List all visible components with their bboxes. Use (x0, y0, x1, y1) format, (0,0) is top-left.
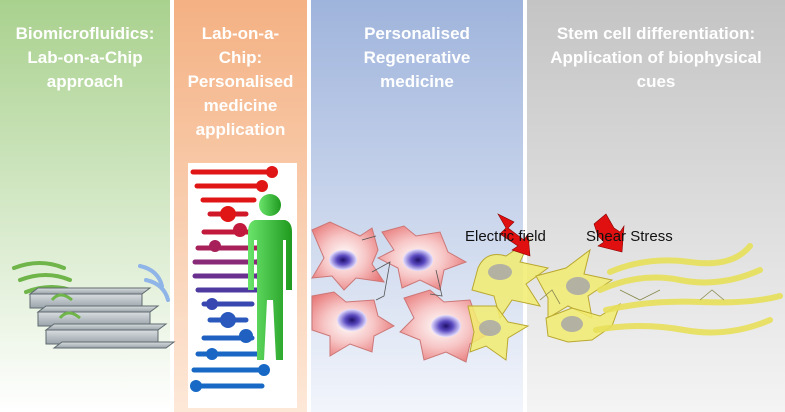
title-line: Biomicrofluidics: (15, 24, 155, 43)
title-line: Lab-on-a-Chip (27, 48, 143, 67)
microfluidic-chip-icon (12, 261, 176, 349)
shear-stress-label: Shear Stress (586, 228, 673, 245)
title-line: Regenerative (363, 48, 471, 67)
stem-cell-group (467, 238, 621, 361)
lightning-arrow-icon (497, 213, 531, 257)
title-line: medicine (203, 96, 278, 115)
panel-title-biomicrofluidics: Biomicrofluidics: Lab-on-a-Chip approach (0, 22, 170, 94)
panel-title-lab-on-a-chip: Lab-on-a- Chip: Personalised medicine ap… (174, 22, 307, 142)
title-line: Personalised (364, 24, 470, 43)
electric-field-label: Electric field (465, 228, 546, 245)
title-line: Personalised (187, 72, 294, 91)
panel-stem-cell-bg (527, 0, 785, 412)
human-figure-icon (248, 194, 292, 360)
title-line: Lab-on-a- (201, 24, 280, 43)
title-line: cues (636, 72, 676, 91)
title-line: application (195, 120, 286, 139)
title-line: Application of biophysical (550, 48, 762, 67)
title-line: medicine (380, 72, 454, 91)
title-line: Chip: (218, 48, 263, 67)
panel-title-stem-cell: Stem cell differentiation: Application o… (527, 22, 785, 94)
shear-arrow-icon (593, 213, 625, 253)
elongated-stem-cells (593, 243, 783, 336)
title-line: approach (46, 72, 124, 91)
panel-title-regenerative: Personalised Regenerative medicine (311, 22, 523, 94)
title-line: Stem cell differentiation: (556, 24, 756, 43)
